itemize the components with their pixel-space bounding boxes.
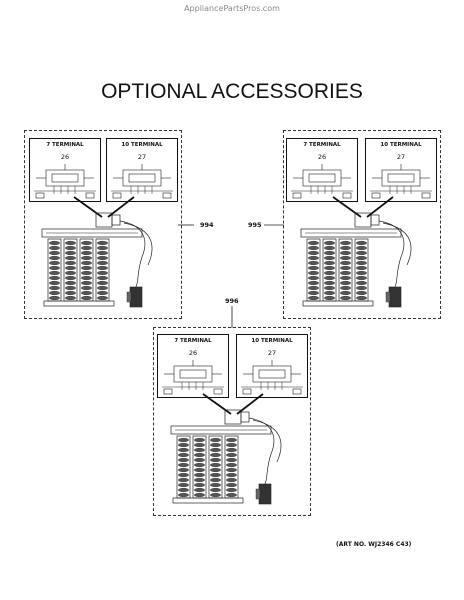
leader-line (178, 224, 194, 226)
leader-line (264, 224, 284, 226)
part-number-label: 995 (248, 221, 262, 229)
part-number-label: 996 (225, 297, 239, 305)
callout-number: 27 (137, 153, 147, 161)
heater-assembly-drawing (170, 393, 282, 505)
leader-line (231, 306, 233, 328)
art-number: (ART NO. WJ2346 C43) (336, 541, 412, 548)
inset-label: 10 TERMINAL (251, 338, 293, 344)
terminal-block-drawing (241, 360, 303, 395)
inset-10-terminal: 10 TERMINAL 27 (106, 138, 178, 202)
callout-number: 26 (317, 153, 327, 161)
callout-number: 27 (396, 153, 406, 161)
assembly-boundary (24, 130, 182, 319)
inset-label: 7 TERMINAL (46, 142, 84, 148)
inset-label: 7 TERMINAL (174, 338, 212, 344)
terminal-block-drawing (111, 164, 173, 199)
terminal-block-drawing (370, 164, 432, 199)
part-number-label: 994 (200, 221, 214, 229)
assembly-boundary (153, 327, 311, 516)
inset-label: 10 TERMINAL (380, 142, 422, 148)
callout-number: 27 (267, 349, 277, 357)
inset-10-terminal: 10 TERMINAL 27 (365, 138, 437, 202)
terminal-block-drawing (34, 164, 96, 199)
watermark: AppliancePartsPros.com (184, 4, 280, 13)
inset-7-terminal: 7 TERMINAL 26 (157, 334, 229, 398)
inset-label: 7 TERMINAL (303, 142, 341, 148)
inset-7-terminal: 7 TERMINAL 26 (29, 138, 101, 202)
terminal-block-drawing (162, 360, 224, 395)
callout-number: 26 (188, 349, 198, 357)
inset-10-terminal: 10 TERMINAL 27 (236, 334, 308, 398)
heater-assembly-drawing (300, 196, 412, 308)
terminal-block-drawing (291, 164, 353, 199)
page-title: OPTIONAL ACCESSORIES (101, 80, 363, 103)
inset-label: 10 TERMINAL (121, 142, 163, 148)
inset-7-terminal: 7 TERMINAL 26 (286, 138, 358, 202)
heater-assembly-drawing (41, 196, 153, 308)
assembly-boundary (283, 130, 441, 319)
callout-number: 26 (60, 153, 70, 161)
